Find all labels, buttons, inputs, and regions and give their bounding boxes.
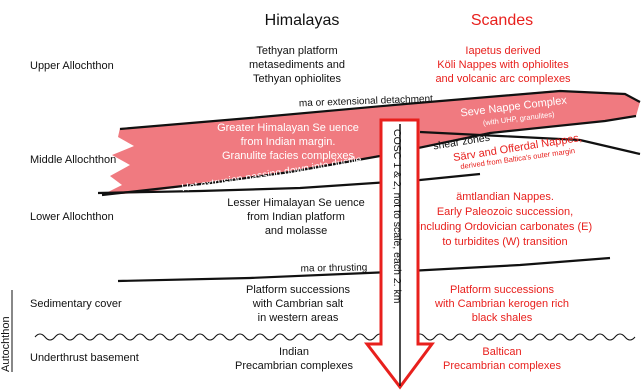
sarv-upper-boundary xyxy=(419,130,641,156)
himalayas-basement-line-1: Indian xyxy=(279,346,309,358)
extensional-detachment-line xyxy=(119,89,641,131)
unconformity-wavy-line xyxy=(34,333,636,341)
row-sedimentary-cover: Sedimentary cover xyxy=(30,298,122,310)
header-scandes: Scandes xyxy=(471,12,533,29)
himalayas-lower-line-2: from Indian platform xyxy=(247,211,345,223)
scandes-lower-line-3: including Ordovician carbonates (E) xyxy=(418,221,592,233)
row-autochthon: Autochthon xyxy=(0,316,12,372)
himalayas-lower-line-1: Lesser Himalayan Se uence xyxy=(227,197,365,209)
scandes-basement-line-1: Baltican xyxy=(482,346,521,358)
himalayas-middle-line-1: Greater Himalayan Se uence xyxy=(217,122,359,134)
himalayas-sedimentary-line-3: in western areas xyxy=(258,312,339,324)
scandes-sedimentary-line-1: Platform successions xyxy=(450,284,554,296)
scandes-sedimentary-line-2: with Cambrian kerogen rich xyxy=(434,298,569,310)
extensional-detachment-label: ma or extensional detachment xyxy=(299,94,433,110)
scandes-upper-line-3: and volcanic arc complexes xyxy=(435,73,571,85)
himalayas-middle-line-2: from Indian margin. xyxy=(241,136,336,148)
scandes-upper-line-1: Iapetus derived xyxy=(465,45,540,57)
scandes-basement-line-2: Precambrian complexes xyxy=(443,360,561,372)
scandes-upper-line-2: Köli Nappes with ophiolites xyxy=(437,59,569,71)
row-underthrust-basement: Underthrust basement xyxy=(30,352,139,364)
himalayas-upper-line-2: metasediments and xyxy=(249,59,345,71)
scandes-lower-line-1: ämtlandian Nappes. xyxy=(456,191,554,203)
row-lower-allochthon: Lower Allochthon xyxy=(30,211,114,223)
himalayas-sedimentary-line-1: Platform successions xyxy=(246,284,350,296)
sarv-lower-boundary xyxy=(97,172,481,195)
himalayas-basement-line-2: Precambrian complexes xyxy=(235,360,353,372)
row-middle-allochthon: Middle Allochthon xyxy=(30,154,116,166)
himalayas-lower-line-3: and molasse xyxy=(265,225,327,237)
scandes-lower-line-4: to turbidites (W) transition xyxy=(442,236,567,248)
scandes-lower-line-2: Early Paleozoic succession, xyxy=(437,206,573,218)
scandes-sedimentary-line-3: black shales xyxy=(472,312,533,324)
middle-allochthon-pink-band xyxy=(102,90,640,195)
header-himalayas: Himalayas xyxy=(265,12,340,29)
himalayas-sedimentary-line-2: with Cambrian salt xyxy=(252,298,343,310)
cosc-label: COSC 1 & 2, not to scale, each 2. km xyxy=(391,129,403,304)
thrusting-label: ma or thrusting xyxy=(301,262,368,274)
row-upper-allochthon: Upper Allochthon xyxy=(30,60,114,72)
himalayas-middle-line-3: Granulite facies complexes xyxy=(222,150,355,162)
himalayas-upper-line-1: Tethyan platform xyxy=(256,45,337,57)
himalayas-upper-line-3: Tethyan ophiolites xyxy=(253,73,342,85)
